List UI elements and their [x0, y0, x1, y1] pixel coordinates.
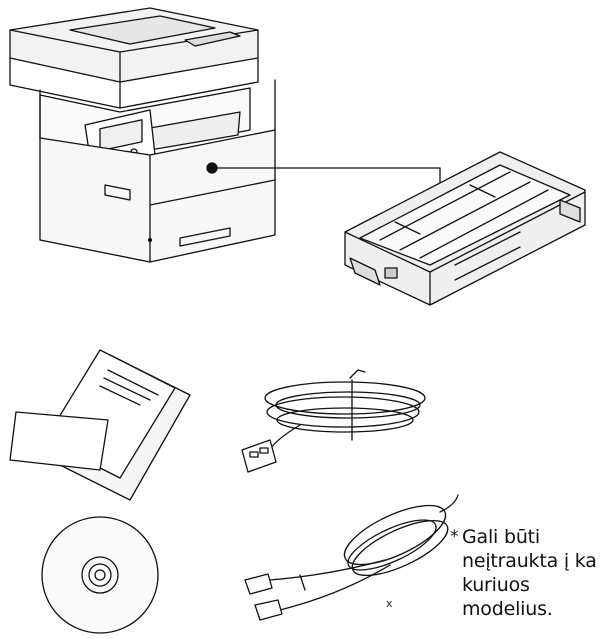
toner-cartridge-icon: [344, 151, 586, 306]
printer-icon: [9, 7, 441, 263]
power-cord-icon: [241, 369, 426, 473]
asterisk: *: [450, 527, 459, 547]
documents-icon: [9, 349, 191, 501]
cable-footnote-mark: x: [386, 597, 393, 610]
telephone-cable-icon: [244, 494, 459, 621]
note-line-4: modelius.: [462, 598, 553, 620]
note-line-3: kuriuos: [462, 574, 530, 596]
note-line-2: neįtraukta į ka: [462, 550, 597, 572]
cd-rom-icon: [41, 516, 159, 634]
note-line-1: Gali būti: [462, 526, 540, 548]
availability-note: * Gali būti neįtraukta į ka kuriuos mode…: [450, 525, 600, 621]
